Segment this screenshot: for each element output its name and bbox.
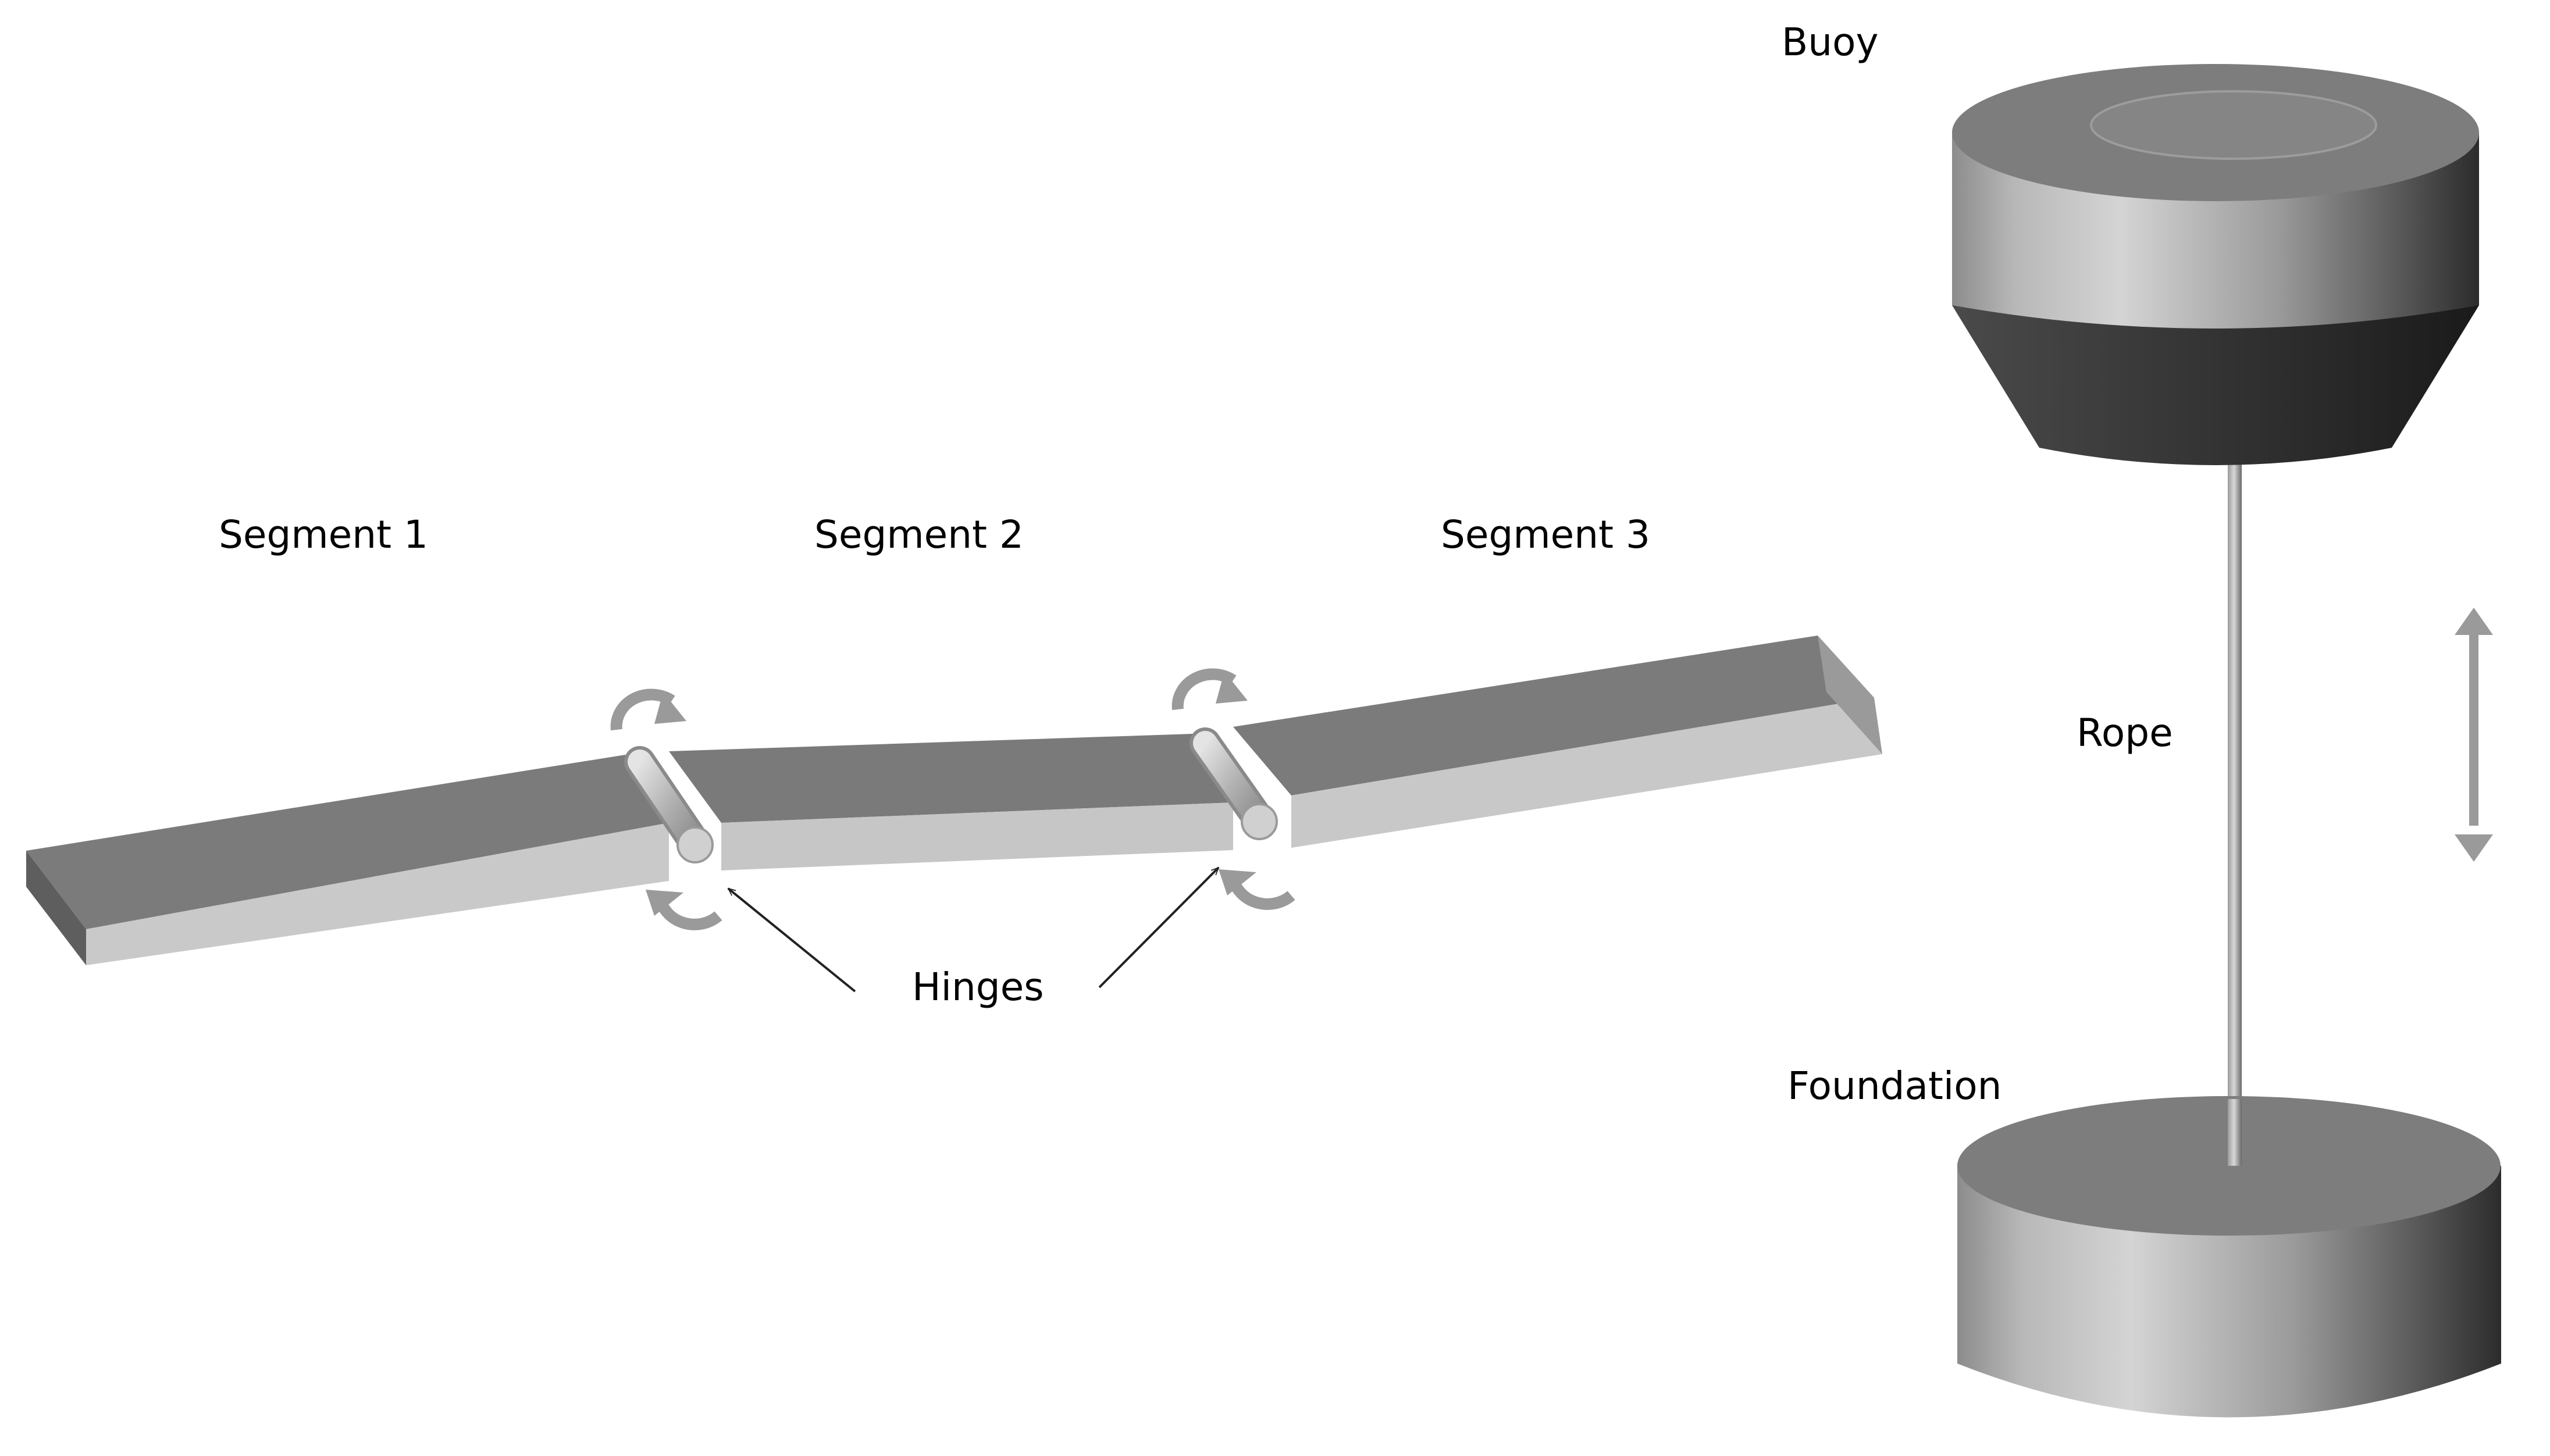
hinge-2-pin-end xyxy=(1241,803,1278,840)
rope-label: Rope xyxy=(2077,711,2173,755)
segment-3-label: Segment 3 xyxy=(1441,512,1650,557)
buoy-top-recess xyxy=(2090,90,2377,160)
segment-3-plate xyxy=(1233,636,1882,848)
segment-2-front-face xyxy=(721,802,1233,870)
rope xyxy=(2228,459,2242,1166)
curved-rotation-arrow-icon xyxy=(1171,668,1248,711)
segment-2-top-face xyxy=(669,734,1233,823)
segment-3-end-face xyxy=(1818,636,1882,754)
curved-rotation-arrow-icon xyxy=(610,688,686,731)
segment-1-top-face xyxy=(26,755,669,929)
hinges-pointer-line-1 xyxy=(728,887,856,993)
segment-1-label: Segment 1 xyxy=(219,512,428,557)
double-headed-vertical-arrow-icon xyxy=(2455,608,2493,862)
rope-anchor xyxy=(2228,1099,2242,1166)
segment-2-plate xyxy=(669,734,1233,870)
buoy-assembly xyxy=(1952,64,2501,1418)
segment-1-end-face xyxy=(26,851,86,965)
buoy-cone xyxy=(1952,305,2479,465)
hinges-pointer-line-2 xyxy=(1098,868,1219,988)
segment-3-top-face xyxy=(1233,636,1874,795)
foundation-label: Foundation xyxy=(1787,1064,2001,1108)
foundation-body xyxy=(1957,1166,2501,1418)
segmented-plate xyxy=(26,636,1882,993)
buoy-label: Buoy xyxy=(1782,20,1879,65)
curved-rotation-arrow-icon xyxy=(1219,869,1295,910)
curved-rotation-arrow-icon xyxy=(646,890,722,930)
segment-3-front-face xyxy=(1291,698,1882,848)
segment-1-plate xyxy=(26,755,669,965)
hinge-2 xyxy=(1189,727,1278,840)
hinge-1-pin-end xyxy=(676,826,714,863)
segment-2-label: Segment 2 xyxy=(814,512,1024,557)
segment-1-front-face xyxy=(86,823,669,965)
hinges-label: Hinges xyxy=(912,965,1044,1009)
hinge-1 xyxy=(624,746,714,863)
